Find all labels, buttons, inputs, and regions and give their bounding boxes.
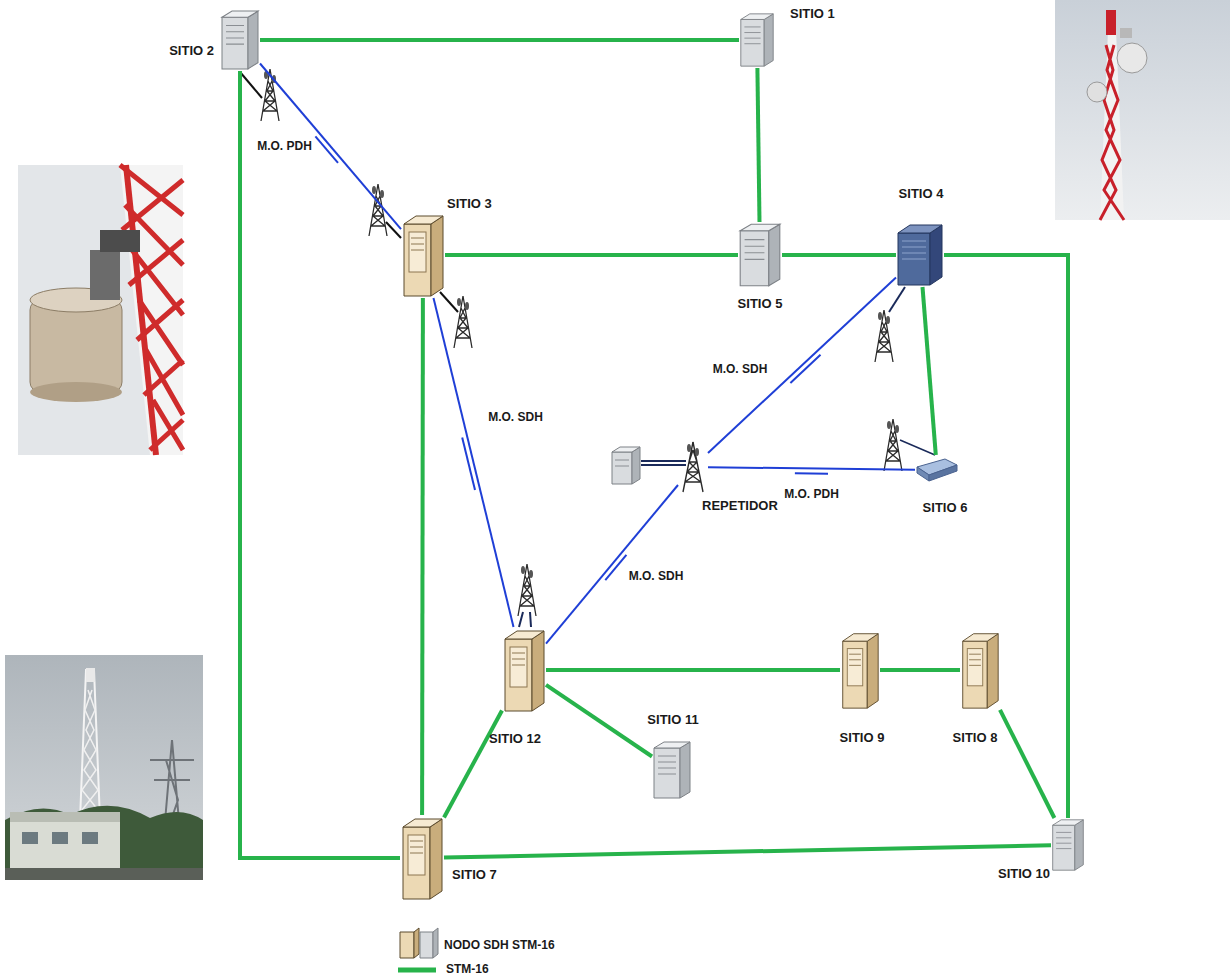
tower-symbol <box>884 419 902 471</box>
link-label: M.O. SDH <box>486 410 545 424</box>
tower-symbol <box>454 296 472 348</box>
sdh-node: SITIO 1 <box>739 12 775 68</box>
stm16-link <box>240 71 400 858</box>
site-label: SITIO 6 <box>923 500 968 515</box>
tower-feeder <box>519 612 531 627</box>
sdh-node: SITIO 11 <box>652 740 692 800</box>
link-label: M.O. SDH <box>627 569 686 583</box>
stm16-link <box>944 255 1068 818</box>
microwave-mark <box>315 136 338 163</box>
site-label: SITIO 9 <box>840 730 885 745</box>
repeater-server <box>612 447 640 484</box>
site-label: SITIO 5 <box>738 296 783 311</box>
tower-symbol <box>261 69 279 121</box>
sdh-node: SITIO 12 <box>502 627 546 713</box>
sdh-node: SITIO 5 <box>738 222 782 288</box>
node-icon <box>896 223 944 287</box>
sdh-node: SITIO 3 <box>401 212 445 298</box>
stm16-link <box>445 253 738 257</box>
stm16-link <box>546 668 840 672</box>
link-label: M.O. PDH <box>782 487 841 501</box>
node-icon <box>400 815 444 901</box>
microwave-link <box>708 467 915 470</box>
node-icon <box>1051 818 1085 872</box>
node-icon <box>960 630 1000 710</box>
node-icon <box>652 740 692 800</box>
sdh-node: SITIO 7 <box>400 815 444 901</box>
site-label: REPETIDOR <box>702 498 778 513</box>
dish-photo <box>18 165 183 455</box>
node-icon <box>738 222 782 288</box>
site-label: SITIO 2 <box>169 43 214 58</box>
site-label: SITIO 7 <box>452 867 497 882</box>
stm16-link <box>757 68 759 222</box>
microwave-mark <box>605 555 626 580</box>
site-label: SITIO 11 <box>647 712 698 727</box>
tower-feeder <box>386 222 401 238</box>
node-icon <box>739 12 775 68</box>
sdh-node: SITIO 10 <box>1051 818 1085 872</box>
microwave-mark <box>790 355 820 383</box>
microwave-link <box>434 298 514 627</box>
site-label: SITIO 12 <box>489 731 541 746</box>
node-icon <box>840 630 880 710</box>
tower-feeder <box>240 72 262 98</box>
legend-line-sample <box>398 968 436 973</box>
stm16-link <box>444 845 1051 857</box>
node-icon <box>678 440 708 494</box>
tower-photo <box>1055 0 1230 220</box>
legend-node-icons <box>400 928 438 958</box>
node-icon <box>915 455 959 485</box>
microwave-mark <box>462 437 475 490</box>
site-label: SITIO 8 <box>953 730 998 745</box>
link-label: M.O. SDH <box>711 362 770 376</box>
sdh-node: SITIO 6 <box>915 455 959 485</box>
tower-feeder <box>900 440 935 455</box>
microwave-mark <box>795 472 828 474</box>
legend-text: NODO SDH STM-16 <box>444 938 555 952</box>
stm16-link <box>260 38 739 42</box>
microwave-link <box>708 277 896 453</box>
site-photo <box>5 655 203 880</box>
sdh-node: SITIO 8 <box>960 630 1000 710</box>
stm16-link <box>420 298 425 815</box>
stm16-link <box>782 253 896 257</box>
tower-feeder <box>440 292 458 312</box>
tower-symbol <box>518 564 536 616</box>
stm16-link <box>444 711 502 818</box>
repeater-feeder <box>641 461 686 465</box>
link-label: M.O. PDH <box>255 139 314 153</box>
node-icon <box>401 212 445 298</box>
node-icon <box>502 627 546 713</box>
site-label: SITIO 3 <box>447 196 492 211</box>
tower-symbol <box>875 310 893 362</box>
stm16-link <box>546 685 652 757</box>
stm16-link <box>923 287 936 455</box>
sdh-node: SITIO 9 <box>840 630 880 710</box>
legend-text: STM-16 <box>446 962 489 976</box>
node-icon <box>220 9 260 71</box>
site-label: SITIO 4 <box>899 186 944 201</box>
site-label: SITIO 1 <box>790 6 835 21</box>
sdh-node: SITIO 4 <box>896 223 944 287</box>
sdh-node: SITIO 2 <box>220 9 260 71</box>
site-label: SITIO 10 <box>998 866 1050 881</box>
stm16-link <box>880 668 960 672</box>
microwave-link <box>546 485 678 644</box>
repeater-tower: REPETIDOR <box>678 440 708 494</box>
tower-feeder <box>889 287 905 312</box>
stm16-link <box>1000 710 1054 818</box>
